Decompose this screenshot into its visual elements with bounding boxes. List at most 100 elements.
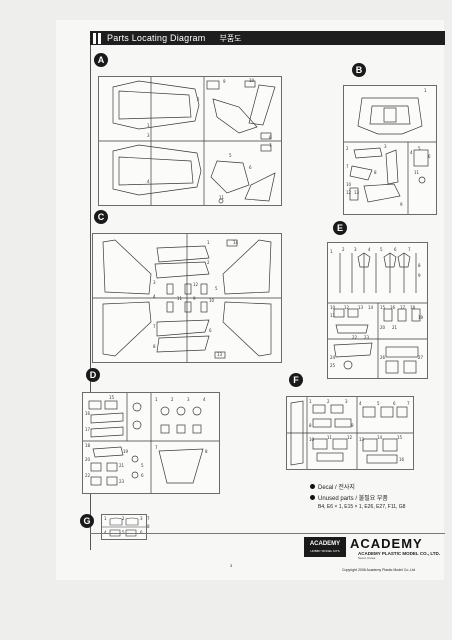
sprue-d-frame: 15 16 17 18 19 20 21 22 23 1 2 3 4 5 6 7… (82, 392, 220, 494)
part-number: 4 (153, 294, 156, 299)
part-number: 2 (207, 260, 210, 265)
part-number: 7 (153, 324, 156, 329)
part-number: 3 (345, 399, 348, 404)
sprue-e-frame: 1 2 3 4 5 6 7 8 9 10 11 12 13 14 15 16 1… (327, 242, 428, 379)
part-number: 2 (327, 399, 330, 404)
part-number: 12 (193, 282, 199, 287)
part-number: 6 (209, 328, 212, 333)
part-number: 11 (327, 435, 333, 440)
legend-decal: Decal / 전사지 (310, 482, 405, 491)
part-number: 7 (407, 401, 410, 406)
part-number: 14 (233, 240, 239, 245)
part-number: 6 (428, 154, 431, 159)
copyright: Copyright 2006 Academy Plastic Model Co.… (342, 568, 416, 572)
part-number: 15 (380, 305, 386, 310)
part-number: 12 (346, 190, 352, 195)
section-badge-c: C (94, 210, 108, 224)
part-number: 5 (122, 530, 125, 535)
brand-box-text: ACADEMY (309, 541, 341, 547)
part-number: 8 (205, 449, 208, 454)
section-badge-d: D (86, 368, 100, 382)
part-number: 3 (354, 247, 357, 252)
part-number: 5 (418, 146, 421, 151)
part-number: 3 (147, 133, 150, 138)
page-title-korean: 부품도 (219, 33, 242, 43)
section-badge-a: A (94, 53, 108, 67)
part-number: 6 (394, 247, 397, 252)
part-number: 2 (171, 397, 174, 402)
part-number: 1 (104, 516, 107, 521)
part-number: 16 (399, 457, 405, 462)
legend-unused-label: Unused parts / 불필요 부품 (318, 496, 388, 502)
part-number: 21 (392, 325, 398, 330)
part-number: 2 (342, 247, 345, 252)
part-number: 4 (368, 247, 371, 252)
part-number: 1 (424, 88, 427, 93)
part-number: 2 (346, 146, 349, 151)
part-number: 22 (85, 473, 91, 478)
part-number: 4 (104, 530, 107, 535)
sprue-f-drawing (287, 397, 413, 469)
sprue-c-drawing (93, 234, 281, 362)
sprue-c-frame: 14 1 2 3 4 5 6 7 8 9 10 11 12 13 (92, 233, 282, 363)
part-number: 7 (408, 247, 411, 252)
part-number: 22 (352, 335, 358, 340)
part-number: 13 (359, 437, 365, 442)
part-number: 10 (209, 298, 215, 303)
legend-unused: Unused parts / 불필요 부품 (310, 493, 405, 502)
part-number: 9 (418, 273, 421, 278)
part-number: 23 (364, 335, 370, 340)
header-bar: Parts Locating Diagram 부품도 (90, 31, 445, 45)
part-number: 7 (147, 516, 150, 521)
part-number: 3 (153, 280, 156, 285)
part-number: 15 (397, 435, 403, 440)
legend-unused-parts: B4, E6 × 1, E15 × 1, E26, E27, F11, G8 (318, 504, 406, 510)
bullet-icon (310, 495, 315, 500)
part-number: 6 (141, 473, 144, 478)
sprue-e-drawing (328, 252, 427, 378)
part-number: 11 (177, 296, 183, 301)
part-number: 8 (269, 135, 272, 140)
part-number: 20 (380, 325, 386, 330)
part-number: 21 (119, 463, 125, 468)
section-badge-g: G (80, 514, 94, 528)
header-marks (93, 32, 101, 44)
part-number: 13 (358, 305, 364, 310)
part-number: 5 (380, 247, 383, 252)
part-number: 16 (390, 305, 396, 310)
sprue-b-frame: 1 2 3 4 5 6 7 8 9 10 11 12 13 (343, 85, 437, 215)
sprue-a-drawing (99, 77, 281, 205)
part-number: 14 (377, 435, 383, 440)
part-number: 17 (400, 305, 406, 310)
part-number: 6 (393, 401, 396, 406)
part-number: 1 (155, 397, 158, 402)
company-name: ACADEMY PLASTIC MODEL CO., LTD. (358, 551, 441, 556)
part-number: 23 (119, 479, 125, 484)
sprue-b-drawing (344, 97, 436, 214)
part-number: 24 (330, 355, 336, 360)
academy-logo-box: ACADEMY HOBBY MODEL KITS (304, 537, 346, 557)
part-number: 4 (359, 401, 362, 406)
part-number: 8 (309, 423, 312, 428)
left-rule (90, 45, 91, 550)
company-address: Seoul, Korea (358, 556, 376, 560)
section-badge-f: F (289, 373, 303, 387)
part-number: 14 (368, 305, 374, 310)
page-title: Parts Locating Diagram (107, 33, 206, 43)
footer-divider (90, 533, 445, 534)
part-number: 17 (85, 427, 91, 432)
part-number: 8 (147, 524, 150, 529)
sprue-g-frame: 1 2 3 4 5 6 (101, 514, 147, 540)
part-number: 5 (215, 286, 218, 291)
legend-decal-label: Decal / 전사지 (318, 485, 355, 491)
part-number: 7 (269, 143, 272, 148)
part-number: 7 (155, 445, 158, 450)
part-number: 4 (203, 397, 206, 402)
part-number: 10 (249, 78, 255, 83)
part-number: 4 (147, 179, 150, 184)
part-number: 15 (109, 395, 115, 400)
part-number: 12 (347, 435, 353, 440)
part-number: 4 (410, 150, 413, 155)
brand-box-sub: HOBBY MODEL KITS (310, 549, 340, 553)
part-number: 3 (187, 397, 190, 402)
